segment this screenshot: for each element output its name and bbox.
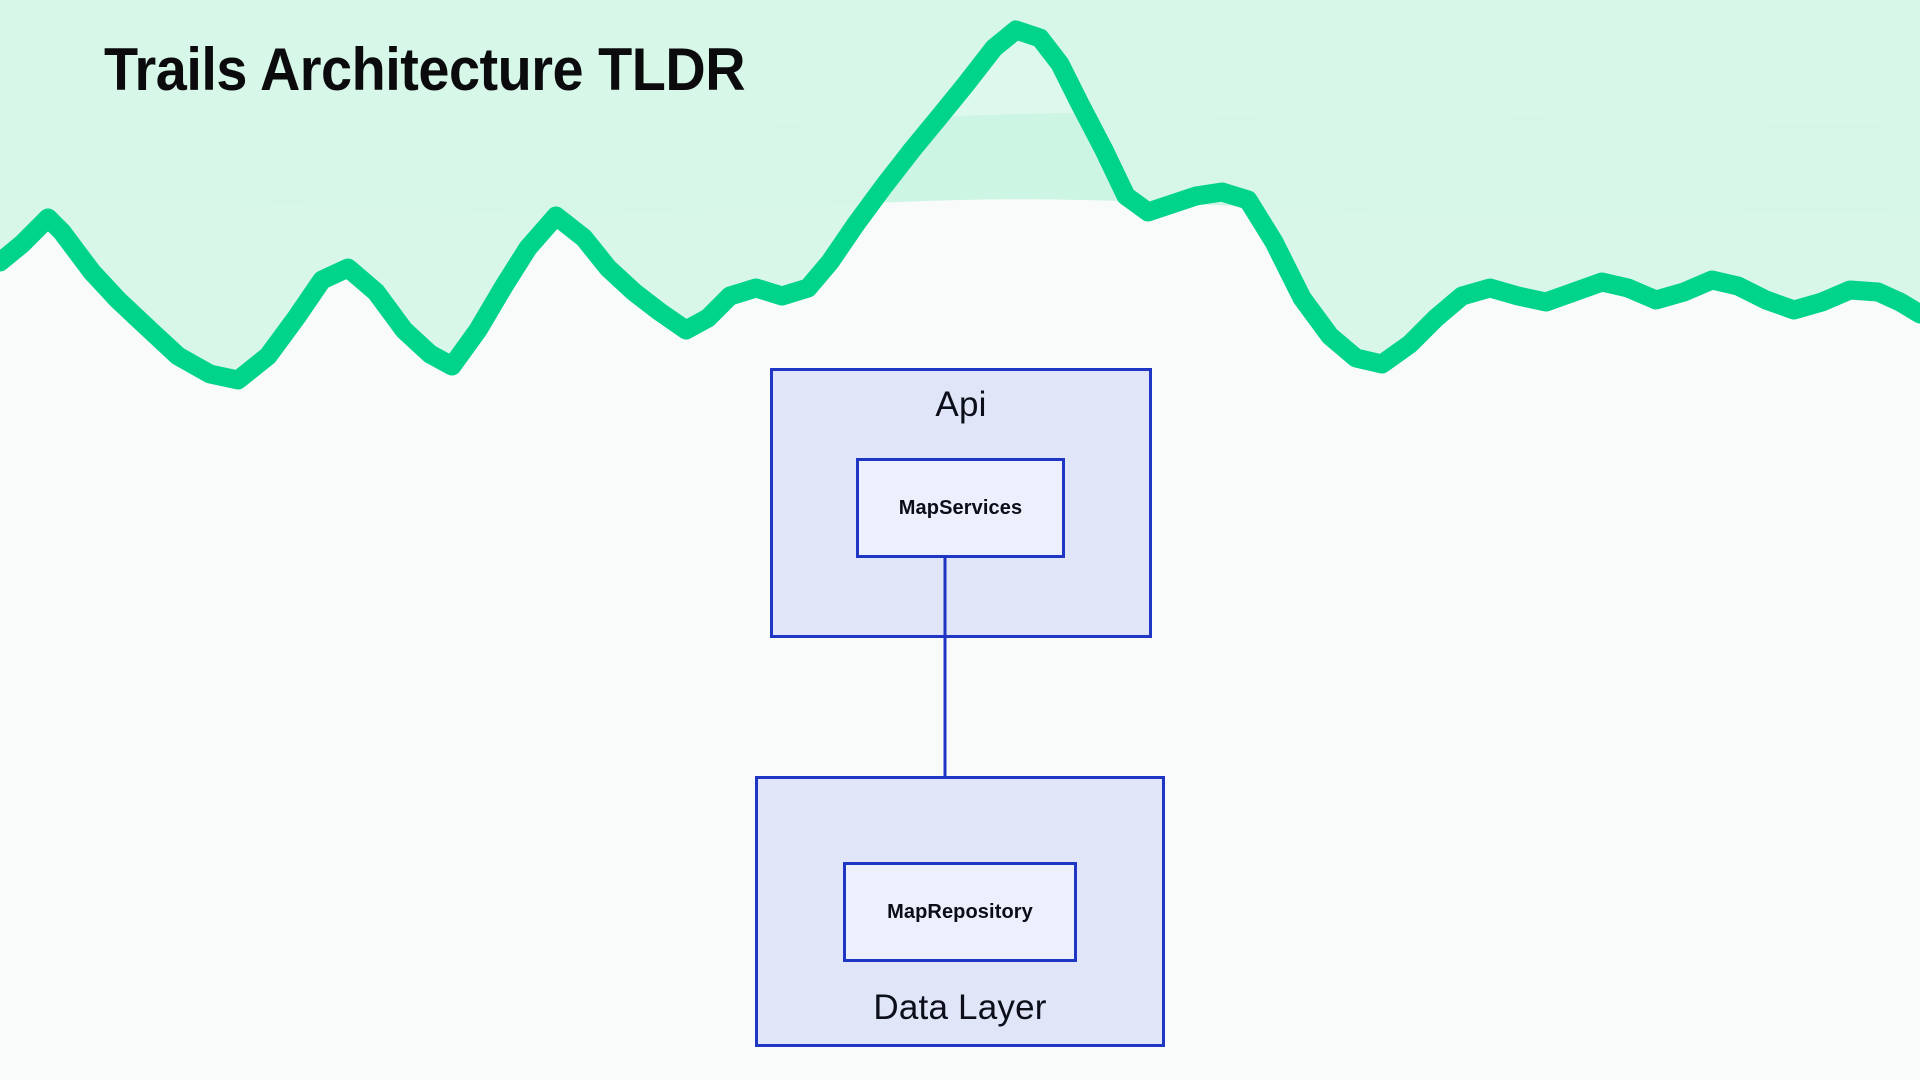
node-label-map-repository: MapRepository bbox=[887, 900, 1033, 923]
container-label-api: Api bbox=[935, 385, 987, 424]
node-label-map-services: MapServices bbox=[898, 496, 1023, 519]
diagram-node-map-services[interactable]: MapServices bbox=[856, 458, 1065, 558]
page-title: Trails Architecture TLDR bbox=[104, 36, 746, 103]
container-label-data-layer: Data Layer bbox=[873, 988, 1047, 1027]
diagram-node-map-repository[interactable]: MapRepository bbox=[843, 862, 1077, 962]
